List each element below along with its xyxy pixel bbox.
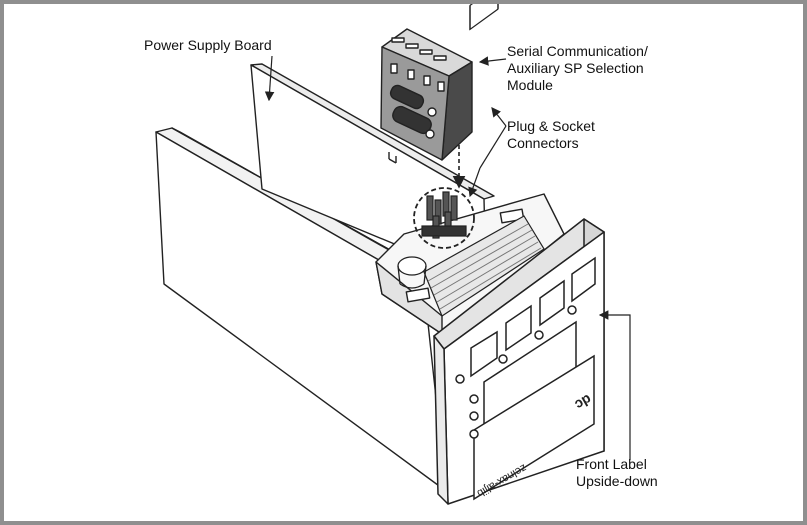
bezel-logo: dc (572, 391, 594, 413)
serial-module (380, 28, 473, 161)
connector-highlight-circle (413, 187, 475, 249)
ribbon-cable (423, 215, 545, 317)
label-line: Front Label (576, 456, 647, 472)
label-line: Serial Communication/ (507, 43, 648, 59)
bezel-led (567, 305, 577, 315)
label-line: Power Supply Board (144, 37, 272, 53)
label-line: Auxiliary SP Selection (507, 60, 644, 76)
display-window (469, 4, 499, 31)
label-line: Module (507, 77, 553, 93)
label-plug-socket: Plug & Socket Connectors (507, 118, 595, 152)
bezel-led (498, 354, 508, 364)
label-power-supply-board: Power Supply Board (144, 37, 272, 54)
label-front-label: Front Label Upside-down (576, 456, 658, 490)
bezel-led (534, 330, 544, 340)
connector-pins (421, 191, 467, 239)
bezel-button (469, 394, 479, 404)
leader-lines (264, 55, 631, 460)
bezel-windows (455, 256, 596, 501)
label-line: Upside-down (576, 473, 658, 489)
bezel-button (469, 429, 479, 439)
label-line: Connectors (507, 135, 579, 151)
label-serial-module: Serial Communication/ Auxiliary SP Selec… (507, 43, 648, 94)
board-capacitor (397, 256, 427, 289)
bezel-button (469, 411, 479, 421)
bezel-led (455, 374, 465, 384)
label-line: Plug & Socket (507, 118, 595, 134)
board-slot (405, 287, 431, 303)
diagram-canvas: zelnax-aljib dc (155, 4, 631, 505)
